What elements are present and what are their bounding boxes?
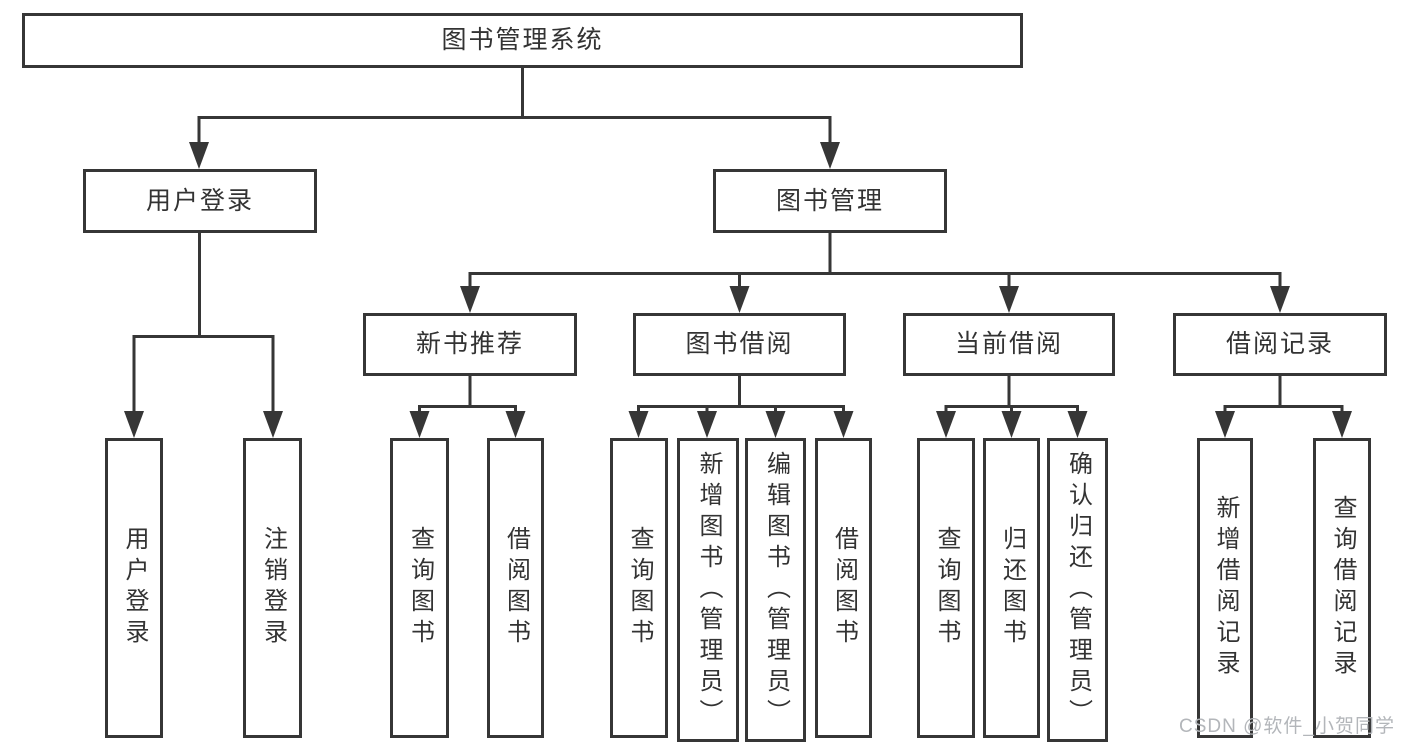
- leaf-query-books-recommend: 查询图书: [390, 438, 449, 738]
- node-library-system: 图书管理系统: [22, 13, 1023, 68]
- node-user-login-label: 用户登录: [145, 186, 254, 215]
- leaf-borrow-books-recommend: 借阅图书: [487, 438, 544, 738]
- csdn-watermark: CSDN @软件_小贺同学: [1179, 716, 1395, 737]
- leaf-return-books-label: 归还图书: [998, 526, 1026, 650]
- leaf-user-login: 用户登录: [105, 438, 163, 738]
- leaf-borrow-books-recommend-label: 借阅图书: [502, 526, 530, 650]
- node-new-book-recommend: 新书推荐: [363, 313, 577, 376]
- leaf-logout-label: 注销登录: [259, 526, 287, 650]
- leaf-borrow-books-label: 借阅图书: [830, 526, 858, 650]
- node-current-borrowing: 当前借阅: [903, 313, 1115, 376]
- node-current-borrowing-label: 当前借阅: [954, 330, 1063, 358]
- leaf-logout: 注销登录: [243, 438, 302, 738]
- node-borrowing-records-label: 借阅记录: [1225, 330, 1334, 358]
- leaf-add-borrow-record: 新增借阅记录: [1197, 438, 1253, 738]
- node-book-management-label: 图书管理: [775, 186, 884, 215]
- node-new-book-recommend-label: 新书推荐: [415, 330, 524, 358]
- node-user-login: 用户登录: [83, 169, 317, 233]
- leaf-query-books-recommend-label: 查询图书: [406, 526, 434, 650]
- leaf-add-book-admin: 新增图书（管理员）: [677, 438, 739, 742]
- node-library-system-label: 图书管理系统: [441, 26, 604, 54]
- leaf-user-login-label: 用户登录: [121, 526, 148, 650]
- leaf-query-books-current: 查询图书: [917, 438, 975, 738]
- leaf-confirm-return-admin: 确认归还（管理员）: [1047, 438, 1108, 742]
- node-book-borrowing: 图书借阅: [633, 313, 846, 376]
- leaf-edit-book-admin-label: 编辑图书（管理员）: [762, 450, 790, 730]
- leaf-add-borrow-record-label: 新增借阅记录: [1212, 495, 1239, 681]
- node-borrowing-records: 借阅记录: [1173, 313, 1387, 376]
- leaf-borrow-books: 借阅图书: [815, 438, 872, 738]
- leaf-return-books: 归还图书: [983, 438, 1040, 738]
- leaf-query-books-current-label: 查询图书: [933, 526, 960, 650]
- leaf-query-borrow-record-label: 查询借阅记录: [1329, 495, 1356, 681]
- node-book-management: 图书管理: [713, 169, 947, 233]
- leaf-query-borrow-record: 查询借阅记录: [1313, 438, 1371, 738]
- leaf-edit-book-admin: 编辑图书（管理员）: [745, 438, 806, 742]
- leaf-confirm-return-admin-label: 确认归还（管理员）: [1064, 450, 1092, 730]
- leaf-query-books-borrow: 查询图书: [610, 438, 668, 738]
- leaf-add-book-admin-label: 新增图书（管理员）: [695, 450, 722, 730]
- leaf-query-books-borrow-label: 查询图书: [626, 526, 653, 650]
- node-book-borrowing-label: 图书借阅: [685, 330, 794, 358]
